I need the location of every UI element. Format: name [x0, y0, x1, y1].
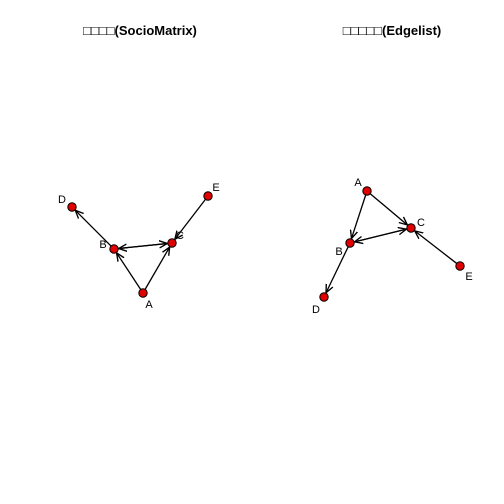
node-label-D: D	[312, 304, 320, 316]
panel-title-edgelist: □□□□□(Edgelist)	[343, 23, 441, 38]
node-label-D: D	[58, 194, 66, 206]
edge-C-B	[119, 242, 168, 248]
edgelist-network: A B C D E	[312, 177, 473, 316]
node-label-B: B	[335, 246, 342, 258]
node-label-C: C	[417, 217, 425, 229]
edge-E-C	[415, 231, 458, 264]
sociomatrix-network: A B C D E	[58, 182, 220, 311]
node-label-A: A	[145, 299, 153, 311]
node-C	[406, 223, 416, 233]
node-D	[67, 202, 77, 212]
node-label-A: A	[354, 177, 362, 189]
edge-E-C	[175, 198, 206, 239]
edge-B-D	[326, 246, 349, 293]
edge-B-D	[75, 210, 112, 247]
node-E	[455, 261, 465, 271]
node-D	[319, 292, 329, 302]
node-A	[362, 186, 372, 196]
node-label-C: C	[176, 230, 184, 242]
edge-A-B	[117, 253, 142, 290]
panel-title-sociomatrix: □□□□(SocioMatrix)	[83, 23, 197, 38]
node-label-E: E	[465, 271, 472, 283]
edge-C-B	[355, 228, 408, 242]
edge-A-C	[144, 247, 170, 290]
edge-A-C	[369, 193, 407, 225]
node-C	[167, 238, 177, 248]
node-B	[109, 244, 119, 254]
node-A	[138, 288, 148, 298]
node-label-B: B	[99, 239, 106, 251]
edge-A-B	[351, 194, 367, 239]
node-E	[203, 191, 213, 201]
node-B	[345, 238, 355, 248]
node-label-E: E	[212, 182, 219, 194]
